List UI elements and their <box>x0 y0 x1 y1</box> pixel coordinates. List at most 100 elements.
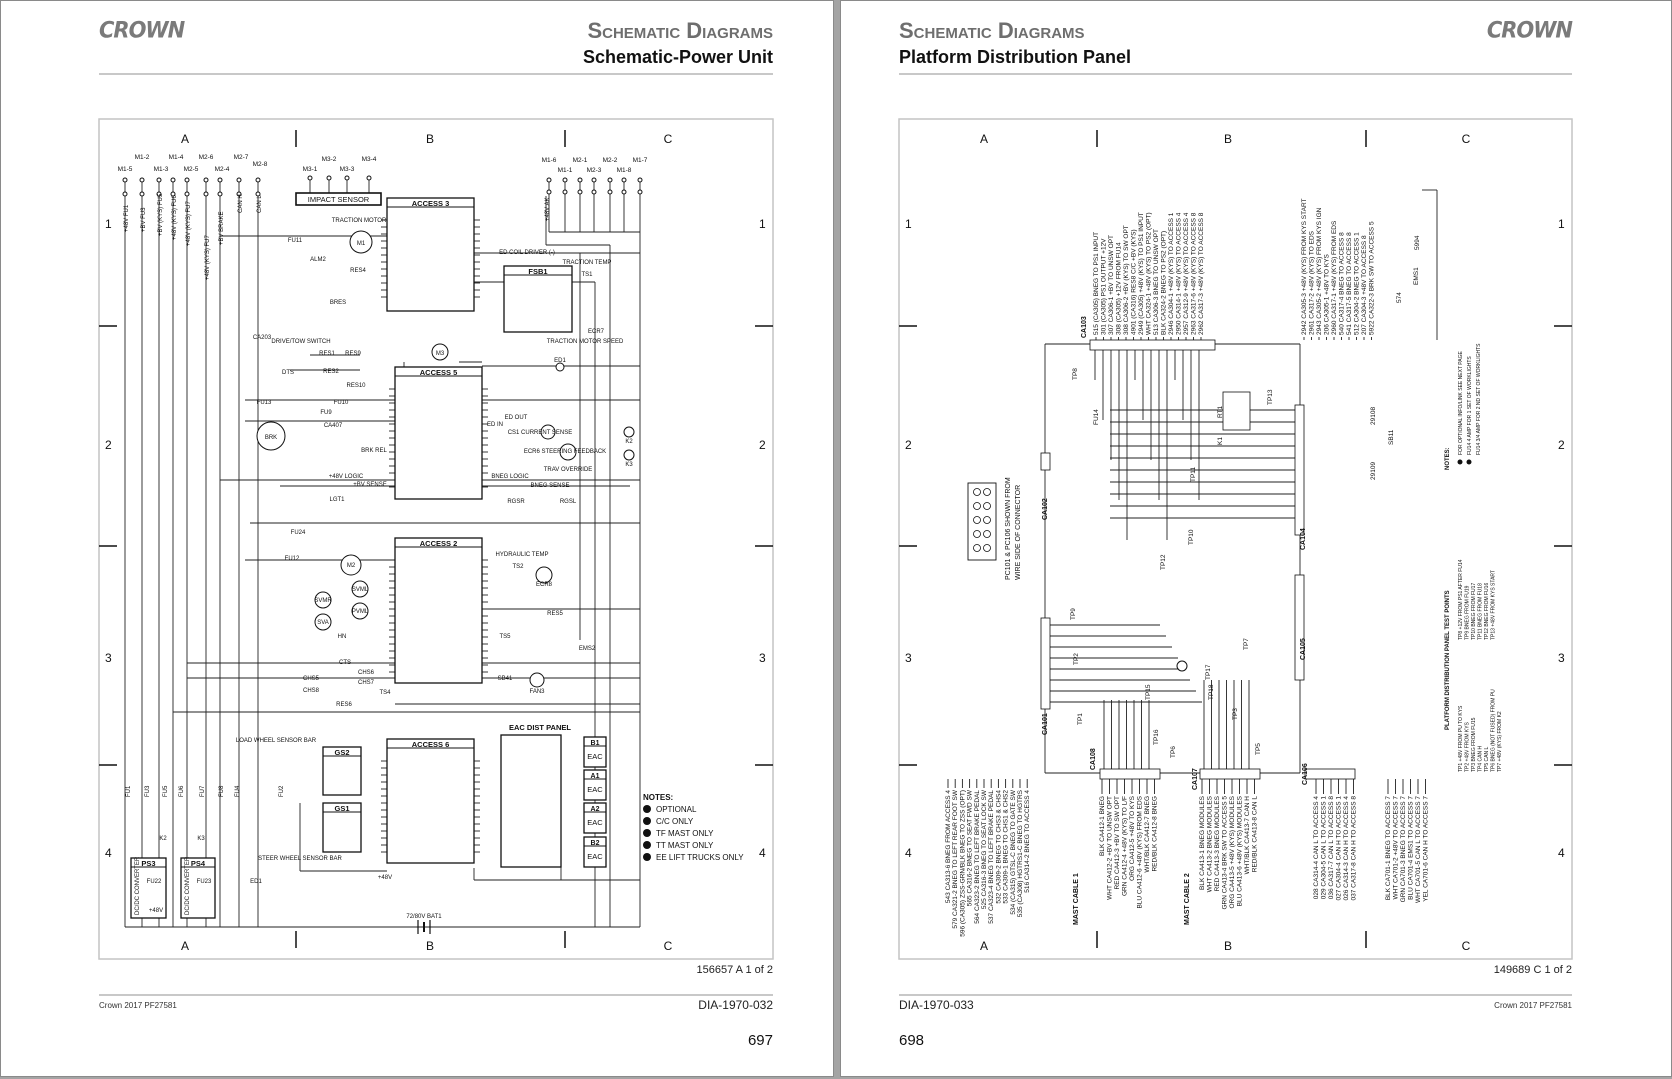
schematic-label: FU1 <box>126 785 132 797</box>
schematic-label: CHS6 <box>358 670 375 676</box>
schematic-label: BNEG LOGIC <box>491 474 529 480</box>
note-number: 2 <box>645 820 649 826</box>
wire-label: 535 (CA308) HGTRS1-C BNEG TO HGTRS <box>1017 789 1024 917</box>
test-point-label: FU14 <box>1093 409 1100 425</box>
wire-label: GRN CA413-4 BRK SW TO ACCESS 5 <box>1222 796 1229 910</box>
connector-cavity <box>983 488 991 496</box>
box-title: IMPACT SENSOR <box>308 195 370 204</box>
schematic-label: +48V (KYS) FU7 <box>205 234 211 280</box>
schematic-label: HN <box>338 634 347 640</box>
connector-cavity <box>983 516 991 524</box>
schematic-label: TS2 <box>512 564 524 570</box>
schematic-label: K3 <box>197 836 205 842</box>
page-subtitle: Schematic-Power Unit <box>582 47 773 67</box>
schematic-label: ECR6 STEERING FEEDBACK <box>524 449 606 455</box>
wire-label: WHT CA324-1 +48V (KYS) TO PS2 (OPT) <box>1146 212 1153 335</box>
wire-label: 2961 CA317-2 +48V (KYS) TO EDS <box>1309 230 1316 335</box>
terminal <box>562 189 568 195</box>
schematic-label: FU12 <box>285 556 300 562</box>
component-box <box>583 736 607 768</box>
mast-cable-title: MAST CABLE 1 <box>1073 873 1080 925</box>
note-bullet <box>1457 459 1463 465</box>
schematic-label: RES6 <box>336 702 352 708</box>
crown-logo: CROWN <box>1486 17 1573 43</box>
wire-label: 4901 (CA316) RES8 C/C +BV (KYS) <box>1131 229 1138 335</box>
box-title: A2 <box>591 806 600 813</box>
terminal <box>562 177 568 183</box>
connector-label: CA103 <box>1081 316 1088 338</box>
terminal <box>184 191 190 197</box>
schematic-label: ECR8 <box>536 582 553 588</box>
component-box <box>583 802 607 834</box>
schematic-label: +48V (KYS) FU7 <box>186 200 192 246</box>
note-number-badge <box>643 853 651 861</box>
wire-label: 579 CA321-2 BNEG TO LEFT REAR FOOT SW <box>952 789 959 928</box>
component-box <box>503 265 573 333</box>
schematic-label: SVML <box>352 587 369 593</box>
schematic-label: ED IN <box>487 422 503 428</box>
component-box <box>130 857 167 919</box>
schematic-label: BNEG SENSE <box>530 483 569 489</box>
test-points-title: PLATFORM DISTRIBUTION PANEL TEST POINTS <box>1445 590 1451 730</box>
grid-column-label: C <box>664 132 673 146</box>
schematic-label: +48V FU1 <box>124 204 130 232</box>
box-title: EAC DIST PANEL <box>509 723 571 732</box>
component-box <box>322 802 362 853</box>
schematic-label: M2-1 <box>573 157 588 164</box>
component-symbol <box>535 566 553 584</box>
test-point-entry: TP12 BNEG FROM FU16 <box>1484 583 1490 640</box>
schematic-label: M2-8 <box>253 161 268 168</box>
wire-label: 534 (CA315) GTSL-C BNEG TO GATE SW <box>1010 789 1017 914</box>
schematic-label: M2-2 <box>603 157 618 164</box>
wire-label: 537 CA323-4 BNEG TO LEFT BRAKE PEDAL <box>988 790 995 924</box>
connector-label: CA102 <box>1042 498 1049 520</box>
page-subtitle: Platform Distribution Panel <box>899 47 1132 67</box>
terminal <box>139 177 145 183</box>
schematic-label: TRACTION MOTOR <box>332 218 387 224</box>
note-number: 4 <box>645 844 649 850</box>
component-box <box>394 366 483 500</box>
terminal <box>591 177 597 183</box>
notes-title: NOTES: <box>643 793 673 802</box>
grid-row-label: 2 <box>759 438 766 452</box>
schematic-label: ECR7 <box>588 329 605 335</box>
schematic-label: 72/80V BAT1 <box>406 914 442 920</box>
wire-label: 541 CA317-5 BNEG TO ACCESS 8 <box>1346 232 1353 335</box>
schematic-label: DTS <box>282 370 294 376</box>
wire-label: BLU CA701-4 EMS1 TO ACCESS 7 <box>1408 796 1415 900</box>
box-title: ACCESS 3 <box>412 199 450 208</box>
schematic-label: M1-8 <box>617 167 632 174</box>
terminal <box>621 177 627 183</box>
schematic-label: EMS2 <box>579 646 596 652</box>
wire-label: 026 CA314-3 CAN H TO ACCESS 4 <box>1343 796 1350 901</box>
schematic-label: CAN H <box>238 194 244 213</box>
component-symbol <box>555 362 565 372</box>
test-point-entry: TP5 CAN L <box>1484 746 1490 772</box>
drawing-reference: 149689 C 1 of 2 <box>1493 964 1572 976</box>
schematic-label: M1-2 <box>135 154 150 161</box>
note-number-badge <box>643 841 651 849</box>
terminal <box>236 191 242 197</box>
eac-label: EAC <box>587 752 603 761</box>
box-title: A1 <box>591 773 600 780</box>
connector-label: CA105 <box>1300 638 1307 660</box>
grid-row-label: 4 <box>1558 846 1565 860</box>
terminal <box>156 177 162 183</box>
grid-column-label: B <box>426 132 434 146</box>
test-point-entry: TP7 +48V (KYS) FROM K2 <box>1497 711 1503 772</box>
test-point-entry: TP9 BNEG FROM FU19 <box>1465 585 1471 640</box>
left-diagram-frame <box>98 118 774 960</box>
wire-label: BLK CA413-1 BNEG MODULES <box>1199 795 1206 890</box>
test-point-entry: TP13 +48V FROM KYS START <box>1491 570 1497 640</box>
schematic-label: LGT1 <box>329 497 345 503</box>
wire-label: WHT CA413-2 BNEG MODULES <box>1207 795 1214 892</box>
component-symbol <box>256 421 286 451</box>
wire-label: 027 CA304-4 CAN H TO ACCESS 1 <box>1336 796 1343 901</box>
schematic-label: DRIVE/TOW SWITCH <box>271 339 330 345</box>
wire-label: 207 CA304-3 +48V TO ACCESS 8 <box>1361 235 1368 335</box>
component-box <box>583 836 607 868</box>
schematic-label: FAN3 <box>529 689 545 695</box>
terminal <box>203 191 209 197</box>
terminal <box>577 177 583 183</box>
